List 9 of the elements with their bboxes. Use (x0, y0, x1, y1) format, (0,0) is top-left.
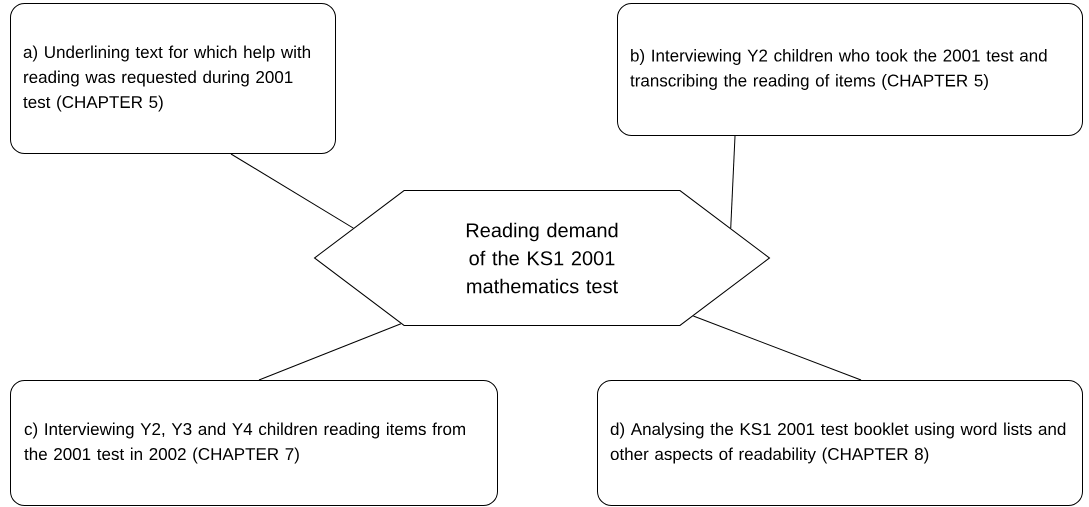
text-box: a) Underlining text for which help with reading was requested during 2001 test (CHAPTER 5) (10, 3, 336, 154)
connector-line (258, 323, 402, 381)
hexagon: Reading demand of the KS1 2001 mathematics test (314, 190, 770, 326)
text-box: b) Interviewing Y2 children who took the 2001 test and transcribing the reading of items (CHAPTER 5) (617, 3, 1083, 136)
connector-line (692, 315, 862, 381)
connector-line (230, 153, 354, 229)
connector-line (730, 135, 736, 229)
text-box: d) Analysing the KS1 2001 test booklet using word lists and other aspects of readability (CHAPTER 8) (597, 380, 1083, 506)
text-box: c) Interviewing Y2, Y3 and Y4 children reading items from the 2001 test in 2002 (CHAPTER 7) (10, 380, 498, 506)
